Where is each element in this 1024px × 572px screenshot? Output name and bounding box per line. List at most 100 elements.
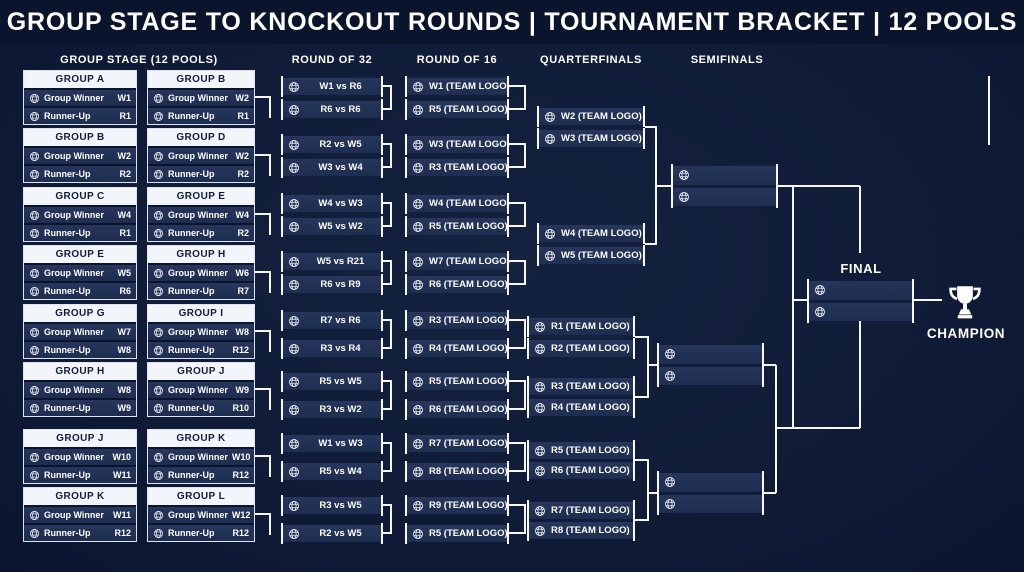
team-text: R2 (TEAM LOGO)	[551, 343, 630, 354]
bracket-connector	[390, 443, 392, 471]
bracket-connector	[269, 214, 271, 235]
globe-icon	[535, 445, 545, 456]
round-of-16-slot: W4 (TEAM LOGO)	[405, 193, 510, 214]
team-text: W3 (TEAM LOGO)	[561, 133, 642, 144]
bracket-connector	[382, 347, 392, 349]
round-of-16-slot: R6 (TEAM LOGO)	[405, 399, 509, 420]
bracket-connector	[269, 97, 271, 118]
bracket-connector	[382, 166, 392, 168]
bracket-connector	[382, 108, 392, 110]
group-winner-code: W4	[235, 210, 250, 220]
round-of-32-slot: R5 vs W5	[281, 371, 383, 392]
globe-icon	[154, 111, 163, 121]
group-winner-label: Group Winner	[44, 93, 104, 103]
col-header-round-of-16: ROUND OF 16	[416, 54, 498, 66]
match-text: R6 vs R6	[320, 104, 361, 115]
bracket-connector	[524, 320, 526, 348]
group-runner-label: Runner-Up	[168, 111, 215, 121]
bracket-connector	[390, 505, 392, 533]
globe-icon	[545, 111, 555, 122]
group-runner-row: Runner-Up R12	[148, 525, 254, 541]
bracket-connector	[255, 271, 271, 273]
globe-icon	[30, 385, 39, 395]
bracket-connector	[635, 395, 649, 398]
group-winner-code: W2	[235, 93, 250, 103]
group-name: GROUP I	[148, 305, 254, 322]
team-text: R8 (TEAM LOGO)	[429, 466, 508, 477]
globe-icon	[154, 228, 163, 238]
group-name: GROUP E	[148, 188, 254, 205]
group-runner-code: R1	[237, 111, 249, 121]
group-winner-label: Group Winner	[168, 268, 228, 278]
group-name: GROUP H	[148, 246, 254, 263]
bracket-connector	[269, 389, 271, 410]
round-of-32-slot: R2 vs W5	[281, 134, 383, 155]
round-of-32-slot: R3 vs W2	[281, 399, 383, 420]
team-text: W7 (TEAM LOGO)	[429, 256, 510, 267]
group-runner-code: R12	[232, 528, 249, 538]
bracket-connector	[647, 337, 649, 397]
bracket-connector	[255, 96, 271, 98]
globe-icon	[413, 162, 423, 173]
globe-icon	[545, 250, 555, 261]
group-runner-label: Runner-Up	[168, 528, 215, 538]
round-of-32-slot: W5 vs R21	[281, 251, 383, 272]
group-name: GROUP J	[148, 363, 254, 380]
group-name: GROUP K	[24, 488, 136, 505]
group-name: GROUP E	[24, 246, 136, 263]
bracket-connector	[509, 504, 526, 506]
bracket-connector	[793, 299, 808, 301]
team-text: W4 (TEAM LOGO)	[429, 198, 510, 209]
globe-icon	[413, 315, 423, 326]
bracket-connector	[390, 320, 392, 348]
team-text: R5 (TEAM LOGO)	[429, 104, 508, 115]
match-text: R7 vs R6	[320, 315, 361, 326]
group-runner-code: R10	[232, 403, 249, 413]
bracket-connector	[390, 203, 392, 226]
group-winner-code: W4	[117, 210, 132, 220]
round-of-16-slot: R3 (TEAM LOGO)	[405, 310, 509, 331]
bracket-connector	[390, 144, 392, 167]
group-runner-row: Runner-Up R1	[148, 108, 254, 124]
globe-icon	[535, 402, 545, 413]
bracket-connector	[524, 261, 526, 284]
bracket-connector	[763, 364, 776, 366]
globe-icon	[154, 385, 163, 395]
empty-team-row	[672, 166, 777, 185]
title-bar: GROUP STAGE TO KNOCKOUT ROUNDS | TOURNAM…	[0, 0, 1024, 44]
globe-icon	[289, 221, 299, 232]
globe-icon	[413, 500, 423, 511]
col-header-quarterfinals: QUARTERFINALS	[540, 54, 642, 66]
round-of-32-slot: R6 vs R9	[281, 274, 383, 295]
bracket-connector	[635, 459, 649, 461]
col-header-group-stage: GROUP STAGE (12 POOLS)	[60, 54, 218, 66]
quarterfinal-slot: R3 (TEAM LOGO)	[527, 376, 635, 397]
round-of-16-slot: R4 (TEAM LOGO)	[405, 338, 509, 359]
quarterfinal-slot: R2 (TEAM LOGO)	[527, 338, 635, 359]
globe-icon	[535, 321, 545, 332]
match-text: W3 vs W4	[318, 162, 363, 173]
quarterfinal-slot: W5 (TEAM LOGO)	[537, 245, 645, 266]
round-of-32-slot: R5 vs W4	[281, 461, 383, 482]
team-text: R6 (TEAM LOGO)	[429, 404, 508, 415]
bracket-connector	[647, 460, 649, 520]
quarterfinal-slot: W2 (TEAM LOGO)	[537, 106, 645, 127]
round-of-16-slot: R5 (TEAM LOGO)	[405, 523, 509, 544]
group-name: GROUP L	[148, 488, 254, 505]
group-runner-label: Runner-Up	[44, 345, 91, 355]
group-runner-code: R12	[114, 528, 131, 538]
match-text: R6 vs R9	[320, 279, 361, 290]
globe-icon	[30, 452, 39, 462]
